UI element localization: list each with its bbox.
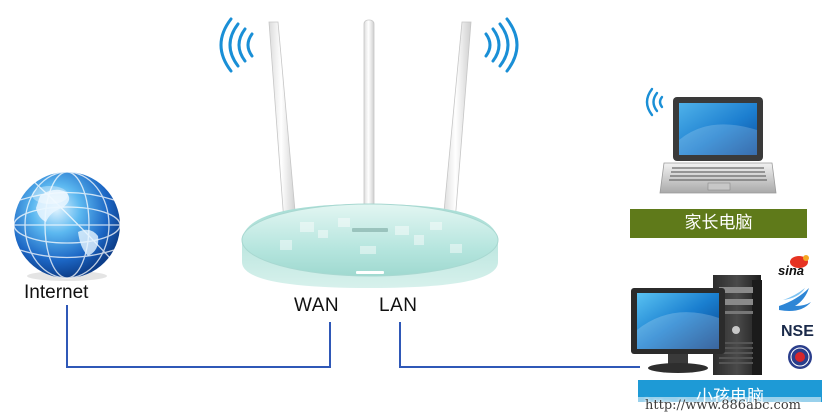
laptop-icon — [659, 97, 777, 194]
sina-weibo-logo — [790, 255, 809, 268]
wifi-signal-icon — [484, 17, 519, 73]
wifi-signal-icon — [219, 17, 254, 73]
wifi-signal-icon — [645, 87, 664, 117]
blue-bird-logo — [779, 288, 811, 311]
connection-lines — [66, 305, 640, 368]
sina-logo-text: sina — [778, 263, 805, 278]
lan-port-label: LAN — [379, 295, 418, 316]
nse-logo-text: NSE — [781, 323, 814, 340]
round-seal-logo — [788, 345, 812, 369]
internet-label: Internet — [24, 282, 89, 303]
internet-to-wan-line — [66, 305, 331, 368]
wan-port-label: WAN — [294, 295, 340, 316]
wireless-router-icon — [241, 19, 499, 288]
globe-icon — [13, 171, 121, 281]
desktop-pc-icon — [631, 275, 762, 375]
watermark: http://www.886abc.com — [625, 397, 821, 415]
parent-pc-label: 家长电脑 — [630, 209, 807, 238]
lan-to-child-pc-line — [399, 322, 640, 368]
